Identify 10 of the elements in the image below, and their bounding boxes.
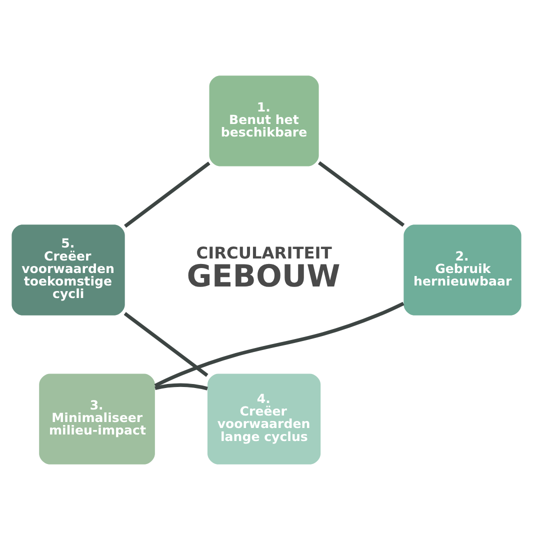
connector: [124, 161, 210, 228]
node-box: 1. Benut het beschikbare: [209, 75, 319, 166]
node-box: 5. Creëer voorwaarden toekomstige cycli: [12, 224, 125, 315]
connector: [154, 382, 208, 390]
node-box: 2. Gebruik hernieuwbaar: [404, 224, 522, 315]
connector: [124, 312, 208, 376]
connector: [154, 301, 404, 387]
node-box: 3. Minimaliseer milieu-impact: [39, 373, 155, 464]
node-box: 4. Creëer voorwaarden lange cyclus: [207, 373, 321, 464]
connector: [318, 160, 405, 226]
